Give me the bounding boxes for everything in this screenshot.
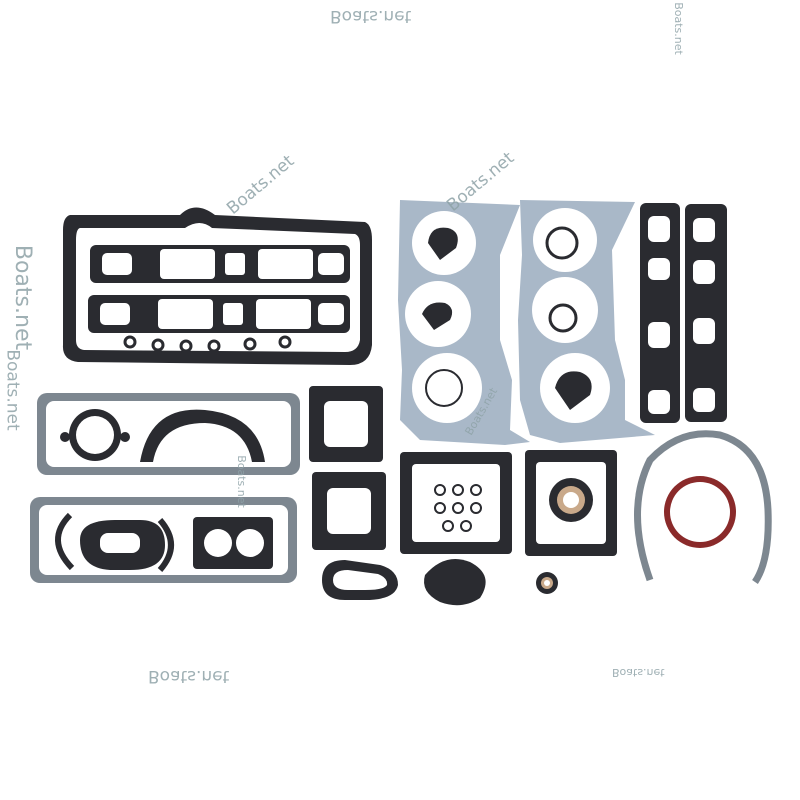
front-crankshaft-seal: [664, 476, 736, 548]
small-o-rings-row: [123, 335, 292, 353]
watermark-text: Boats.net: [148, 666, 230, 686]
watermark-text: Boats.net: [671, 2, 685, 55]
water-outlet-gasket: [60, 409, 130, 461]
water-pump-plate-gasket: [424, 558, 486, 606]
intake-manifold-gasket-upper: [90, 245, 350, 283]
fuel-inlet-seal: [549, 478, 593, 522]
thermostat-housing-gasket: [80, 520, 165, 570]
exhaust-manifold-gasket-left: [640, 203, 680, 423]
watermark-text: Boats.net: [10, 244, 36, 351]
exhaust-elbow-gasket-upper: [309, 386, 383, 462]
cylinder-head-gasket-right: [518, 200, 655, 443]
rear-main-seal-gasket: [140, 409, 265, 462]
timing-cover-gasket: [634, 430, 772, 584]
watermark-text: Boats.net: [612, 666, 665, 679]
carburetor-base-gasket: [400, 452, 512, 554]
intake-manifold-gasket-lower: [88, 295, 350, 333]
small-oil-seal: [536, 572, 558, 594]
watermark-text: Boats.net: [234, 455, 248, 508]
exhaust-elbow-gasket-lower: [312, 472, 386, 550]
fuel-pump-gasket: [322, 560, 398, 600]
exhaust-manifold-gasket-right: [685, 204, 727, 422]
watermark-text: Boats.net: [330, 6, 412, 26]
throttle-body-gasket: [193, 517, 273, 569]
cylinder-head-gasket-left: [398, 200, 530, 445]
crescent-seals: [55, 512, 174, 572]
watermark-text: Boats.net: [2, 349, 23, 431]
